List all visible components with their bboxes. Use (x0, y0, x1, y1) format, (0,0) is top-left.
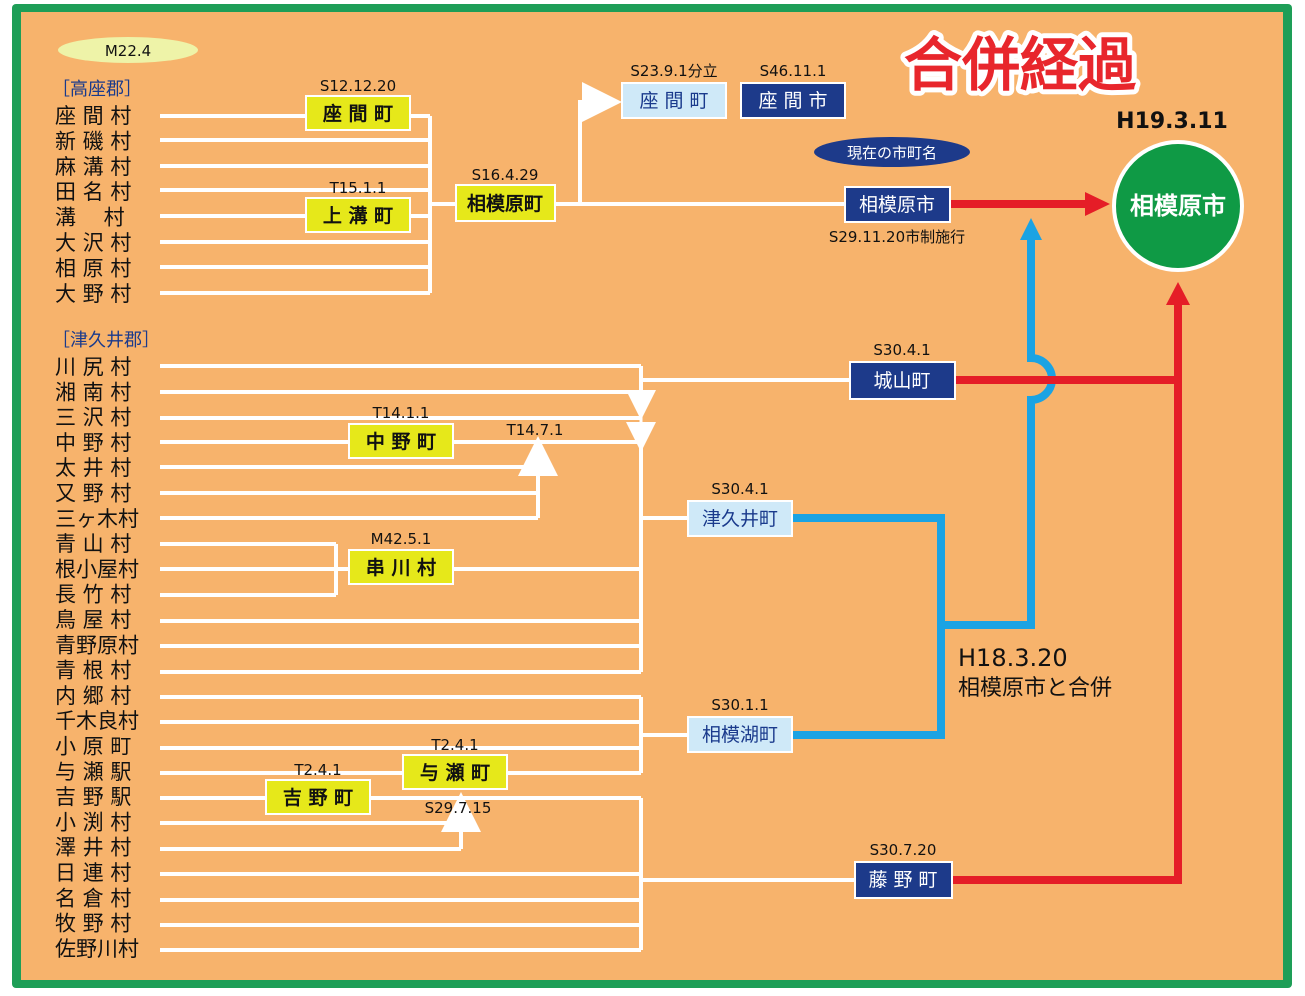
village-name: 三ヶ木村 (55, 507, 139, 531)
yose-town-box: 与 瀬 町 (402, 754, 508, 790)
date-s30-fujino: S30.7.20 (870, 841, 937, 859)
svg-text:津久井町: 津久井町 (702, 508, 778, 530)
era-pill-label: M22.4 (105, 42, 151, 60)
village-name: 湘 南 村 (55, 380, 131, 404)
era-pill (58, 37, 198, 63)
red-arrow-right (1085, 192, 1110, 216)
svg-text:藤 野 町: 藤 野 町 (868, 869, 937, 891)
village-name: 与 瀬 駅 (55, 760, 131, 784)
village-name: 麻 溝 村 (55, 155, 131, 179)
tsukui-town-box: 津久井町 (687, 500, 793, 537)
village-name: 新 磯 村 (55, 129, 131, 153)
h19-date: H19.3.11 (1116, 109, 1228, 134)
date-s16: S16.4.29 (472, 166, 539, 184)
tsukui-district-label: ［津久井郡］ (52, 330, 160, 351)
date-h18: H18.3.20 (958, 644, 1068, 672)
village-name: 小 渕 村 (55, 810, 131, 834)
village-name: 溝 村 (55, 206, 125, 230)
zama-town-box: 座 間 町 (305, 95, 411, 131)
date-m42: M42.5.1 (371, 530, 432, 548)
svg-text:吉 野 町: 吉 野 町 (283, 786, 353, 809)
village-name: 吉 野 駅 (55, 785, 131, 809)
date-s23: S23.9.1分立 (630, 62, 717, 80)
date-t15: T15.1.1 (329, 179, 387, 197)
svg-text:上 溝 町: 上 溝 町 (323, 204, 393, 227)
village-name: 田 名 村 (55, 180, 131, 204)
koza-district-label: ［高座郡］ (52, 79, 142, 100)
svg-text:相模湖町: 相模湖町 (702, 724, 778, 746)
h18-note: 相模原市と合併 (958, 676, 1112, 701)
white-connectors (160, 82, 855, 952)
village-name: 青野原村 (55, 633, 139, 657)
svg-text:城山町: 城山町 (873, 370, 930, 392)
village-name: 内 郷 村 (55, 684, 131, 708)
title: 合併経過 (904, 31, 1137, 99)
nakano-town-box: 中 野 町 (348, 423, 454, 459)
date-s12: S12.12.20 (320, 77, 396, 95)
village-name: 青 根 村 (55, 659, 131, 683)
title-outline: 合併経過 (904, 31, 1137, 99)
blue-arrow-head (1020, 218, 1042, 240)
red-lines (950, 200, 1182, 884)
village-name: 鳥 屋 村 (55, 608, 131, 632)
village-name: 長 竹 村 (55, 583, 131, 607)
diagram-panel (21, 12, 1283, 980)
zama-city-box: 座 間 市 (740, 82, 846, 119)
date-s29-city: S29.11.20市制施行 (829, 228, 965, 246)
date-t14-7: T14.7.1 (506, 421, 564, 439)
kushikawa-village-box: 串 川 村 (348, 549, 454, 585)
village-name: 川 尻 村 (55, 355, 131, 379)
date-s30-sagamiko: S30.1.1 (711, 696, 768, 714)
kamimizo-town-box: 上 溝 町 (305, 197, 411, 233)
yoshino-town-box: 吉 野 町 (265, 779, 371, 815)
date-t2-yoshino: T2.4.1 (293, 761, 341, 779)
date-t2-yose: T2.4.1 (430, 736, 478, 754)
sagamiko-town-box: 相模湖町 (687, 716, 793, 753)
village-name: 名 倉 村 (55, 886, 131, 910)
date-s30-shiroyama: S30.4.1 (873, 341, 930, 359)
village-name: 大 野 村 (55, 282, 131, 306)
svg-text:串 川 村: 串 川 村 (366, 556, 436, 579)
date-s29-7: S29.7.15 (425, 799, 492, 817)
shiroyama-town-box: 城山町 (849, 361, 956, 400)
svg-text:相模原町: 相模原町 (467, 192, 543, 215)
village-name: 牧 野 村 (55, 912, 131, 936)
village-name: 大 沢 村 (55, 231, 131, 255)
village-name: 澤 井 村 (55, 836, 131, 860)
village-name: 佐野川村 (55, 937, 139, 961)
fujino-town-box: 藤 野 町 (854, 861, 953, 899)
village-name: 又 野 村 (55, 482, 131, 506)
red-arrow-up (1166, 282, 1190, 305)
date-s30-tsukui: S30.4.1 (711, 480, 768, 498)
village-name: 小 原 町 (55, 735, 131, 759)
village-name: 青 山 村 (55, 532, 131, 556)
final-city-circle (1112, 140, 1244, 272)
svg-text:中 野 町: 中 野 町 (366, 430, 436, 453)
village-name: 日 連 村 (55, 861, 131, 885)
svg-text:座 間 町: 座 間 町 (323, 102, 393, 125)
village-name: 中 野 村 (55, 431, 131, 455)
village-name: 千木良村 (55, 709, 139, 733)
koza-village-list: 座 間 村新 磯 村麻 溝 村田 名 村溝 村大 沢 村相 原 村大 野 村 (55, 104, 131, 306)
svg-text:座 間 市: 座 間 市 (758, 90, 827, 112)
village-name: 太 井 村 (55, 456, 131, 480)
date-t14-1: T14.1.1 (372, 404, 430, 422)
village-name: 座 間 村 (55, 104, 131, 128)
village-name: 相 原 村 (55, 256, 131, 280)
current-name-pill (814, 137, 970, 167)
svg-text:与 瀬 町: 与 瀬 町 (420, 762, 490, 784)
final-city-label: 相模原市 (1130, 192, 1226, 220)
date-s46: S46.11.1 (760, 62, 827, 80)
current-name-pill-label: 現在の市町名 (847, 144, 937, 162)
village-name: 三 沢 村 (55, 406, 131, 430)
sagamihara-city-box: 相模原市 (844, 186, 951, 223)
svg-text:座 間 町: 座 間 町 (639, 90, 708, 112)
village-name: 根小屋村 (55, 557, 139, 581)
svg-text:相模原市: 相模原市 (859, 194, 935, 216)
zama-town-1948-box: 座 間 町 (621, 82, 727, 119)
sagamihara-town-box: 相模原町 (455, 184, 556, 222)
